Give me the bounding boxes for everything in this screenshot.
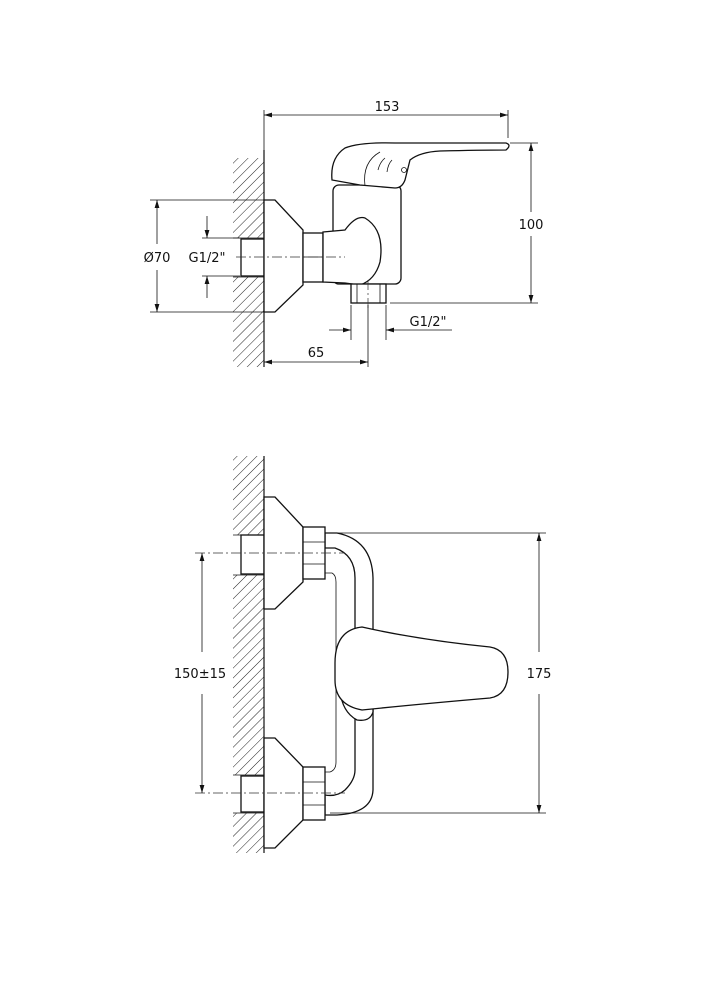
inlet-pipe-bottom [240, 775, 265, 813]
dimension-outlet-thread: G1/2" [329, 305, 452, 367]
dim-outlet-thread-label: G1/2" [410, 315, 447, 330]
dimension-total-height: 175 [330, 532, 552, 814]
dim-flange-label: Ø70 [144, 251, 171, 266]
nut-bottom [302, 766, 326, 821]
inlet-pipe-top [240, 534, 265, 575]
escutcheon-top [263, 496, 304, 610]
dimension-width: 153 [263, 100, 509, 150]
dimension-outlet-offset: 65 [264, 346, 368, 365]
lever-handle [334, 626, 509, 721]
dim-spacing-label: 150±15 [174, 667, 226, 682]
front-view: 150±15 175 [174, 456, 552, 853]
escutcheon [263, 199, 304, 313]
dimension-flange-diameter: Ø70 [144, 199, 264, 313]
dimension-inlet-thread: G1/2" [189, 216, 240, 298]
nut [302, 232, 324, 283]
dim-offset-label: 65 [308, 346, 325, 361]
mixer-body [322, 184, 402, 304]
lever-handle [331, 142, 510, 189]
wall-section [233, 456, 265, 853]
dimension-height: 100 [390, 142, 544, 304]
inlet-pipe [240, 238, 265, 277]
dim-total-height-label: 175 [527, 667, 552, 682]
dim-height-label: 100 [519, 218, 544, 233]
wall-section [233, 150, 265, 367]
side-view: 153 100 Ø70 G1/2" [144, 100, 544, 367]
dimension-inlet-spacing: 150±15 [174, 553, 226, 793]
dim-width-label: 153 [375, 100, 400, 115]
dim-inlet-thread-label: G1/2" [189, 251, 226, 266]
